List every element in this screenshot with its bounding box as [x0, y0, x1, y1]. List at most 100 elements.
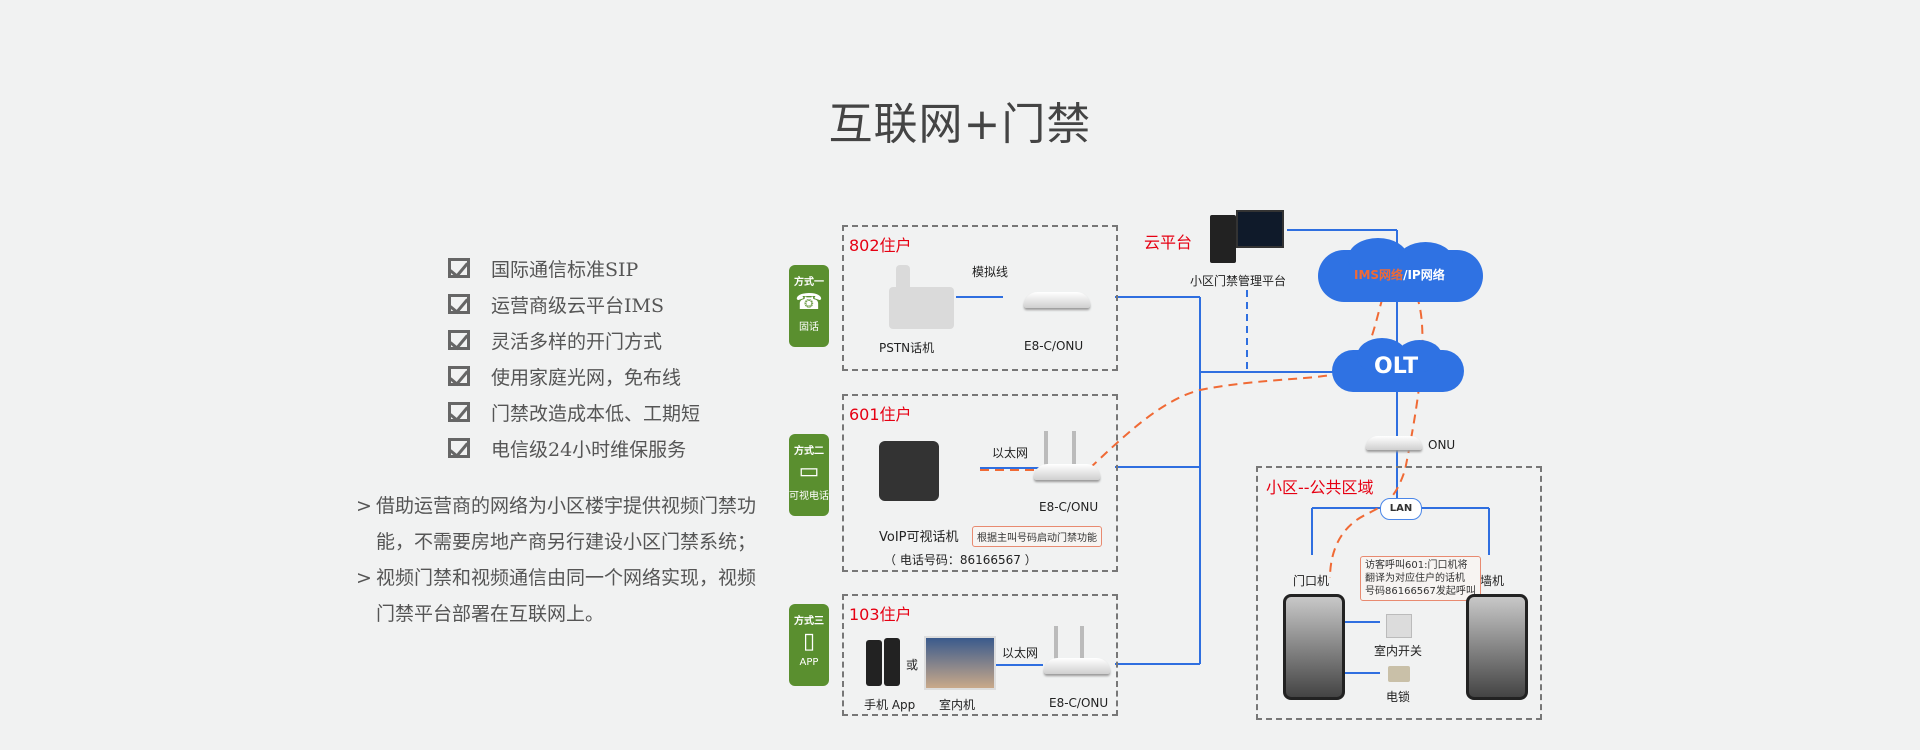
- chevron-right-icon: >: [356, 495, 372, 517]
- router-label: E8-C/ONU: [1049, 696, 1109, 710]
- method-title: 方式二: [794, 446, 824, 457]
- router-label: E8-C/ONU: [1024, 339, 1084, 353]
- link-label: 以太网: [1002, 646, 1039, 660]
- platform-label: 小区门禁管理平台: [1190, 274, 1287, 288]
- chevron-right-icon: >: [356, 567, 372, 589]
- community-title: 小区--公共区域: [1266, 478, 1374, 497]
- router-image: [1024, 292, 1090, 308]
- method-title: 方式三: [794, 616, 824, 627]
- description-line: 视频门禁和视频通信由同一个网络实现，视频: [376, 567, 757, 589]
- checkbox-checked-icon: [448, 438, 470, 458]
- feature-item: 门禁改造成本低、工期短: [448, 394, 700, 430]
- antenna: [1054, 626, 1058, 664]
- pc-tower-image: [1210, 215, 1236, 263]
- cloud-platform-label: 云平台: [1144, 233, 1193, 252]
- landline-phone-icon: ☎: [795, 290, 823, 315]
- olt-cloud: OLT: [1332, 338, 1464, 392]
- indoor-switch-image: [1386, 614, 1412, 638]
- callout-note: 根据主叫号码启动门禁功能: [972, 526, 1102, 547]
- callout-line: 访客呼叫601:门口机将: [1365, 560, 1468, 571]
- description-list: > 借助运营商的网络为小区楼宇提供视频门禁功 能，不需要房地产商另行建设小区门禁…: [356, 488, 766, 632]
- smartphone-image: [866, 640, 882, 686]
- feature-item: 电信级24小时维保服务: [448, 430, 700, 466]
- antenna: [1044, 431, 1048, 469]
- description-line: 门禁平台部署在互联网上。: [376, 603, 605, 625]
- callout-line: 号码86166567发起呼叫: [1365, 586, 1476, 597]
- method-label: 可视电话: [789, 491, 829, 502]
- router-image: [1044, 658, 1110, 674]
- description-line: 能，不需要房地产商另行建设小区门禁系统；: [376, 531, 757, 553]
- smartphone-icon: ▯: [802, 629, 816, 654]
- description-line: 借助运营商的网络为小区楼宇提供视频门禁功: [376, 495, 757, 517]
- device-label: 手机 App: [864, 698, 916, 712]
- page-title: 互联网+门禁: [828, 99, 1092, 150]
- feature-item: 运营商级云平台IMS: [448, 286, 700, 322]
- checkbox-checked-icon: [448, 294, 470, 314]
- electric-lock-image: [1388, 666, 1410, 682]
- household-601-box: 601住户 VoIP可视话机 （ 电话号码：86166567 ） 以太网 E8-…: [842, 394, 1118, 572]
- feature-text: 使用家庭光网，免布线: [491, 366, 682, 389]
- ims-cloud: IMS网络/IP网络: [1318, 238, 1483, 302]
- device-label: PSTN话机: [879, 341, 935, 355]
- checkbox-checked-icon: [448, 330, 470, 350]
- feature-text: 门禁改造成本低、工期短: [491, 402, 701, 425]
- method-badge-1: 方式一 ☎ 固话: [789, 265, 829, 347]
- feature-item: 灵活多样的开门方式: [448, 322, 700, 358]
- link-label: 模拟线: [972, 265, 1009, 279]
- lan-cloud: LAN: [1380, 498, 1422, 520]
- pc-monitor-image: [1236, 210, 1284, 248]
- method-badge-3: 方式三 ▯ APP: [789, 604, 829, 686]
- feature-item: 使用家庭光网，免布线: [448, 358, 700, 394]
- olt-label: OLT: [1374, 354, 1419, 379]
- indoor-monitor-image: [924, 636, 996, 690]
- door-intercom-image: [1283, 594, 1345, 700]
- link-label: 以太网: [992, 446, 1029, 460]
- device-label: 室内机: [939, 698, 976, 712]
- household-103-box: 103住户 或 手机 App 室内机 以太网 E8-C/ONU: [842, 594, 1118, 716]
- description-item: > 借助运营商的网络为小区楼宇提供视频门禁功 能，不需要房地产商另行建设小区门禁…: [356, 488, 766, 560]
- method-label: APP: [799, 657, 819, 668]
- household-name: 802住户: [849, 236, 912, 255]
- feature-text: 电信级24小时维保服务: [491, 438, 687, 461]
- checkbox-checked-icon: [448, 366, 470, 386]
- feature-text: 灵活多样的开门方式: [491, 330, 663, 353]
- indoor-switch-label: 室内开关: [1374, 644, 1423, 658]
- voip-video-phone-image: [879, 441, 939, 501]
- checkbox-checked-icon: [448, 402, 470, 422]
- feature-list: 国际通信标准SIP 运营商级云平台IMS 灵活多样的开门方式 使用家庭光网，免布…: [448, 250, 700, 466]
- method-title: 方式一: [794, 277, 824, 288]
- method-label: 固话: [799, 322, 819, 333]
- cloud-puff: [1398, 242, 1453, 278]
- smartphone-image: [884, 638, 900, 686]
- antenna: [1072, 431, 1076, 469]
- cordless-handset-image: [896, 265, 910, 299]
- description-item: > 视频门禁和视频通信由同一个网络实现，视频 门禁平台部署在互联网上。: [356, 560, 766, 632]
- door-unit-label: 门口机: [1293, 574, 1330, 588]
- ims-label-part1: IMS网络: [1354, 268, 1404, 282]
- router-label: E8-C/ONU: [1039, 500, 1099, 514]
- phone-number: （ 电话号码：86166567 ）: [884, 553, 1037, 567]
- wall-intercom-image: [1466, 594, 1528, 700]
- cloud-puff: [1397, 340, 1442, 372]
- household-802-box: 802住户 PSTN话机 模拟线 E8-C/ONU: [842, 225, 1118, 371]
- door-unit-callout: 访客呼叫601:门口机将 翻译为对应住户的话机 号码86166567发起呼叫: [1360, 556, 1481, 601]
- household-name: 103住户: [849, 605, 912, 624]
- electric-lock-label: 电锁: [1386, 690, 1411, 704]
- ims-label-part2: /IP网络: [1403, 268, 1445, 282]
- onu-image: [1366, 436, 1422, 450]
- onu-label: ONU: [1428, 438, 1456, 452]
- household-name: 601住户: [849, 405, 912, 424]
- router-image: [1034, 464, 1100, 480]
- feature-item: 国际通信标准SIP: [448, 250, 700, 286]
- device-label: VoIP可视话机: [879, 530, 959, 545]
- callout-line: 翻译为对应住户的话机: [1365, 573, 1465, 584]
- community-public-area-box: 小区--公共区域 LAN 门口机 围墙机 访客呼叫601:门口机将 翻译为对应住…: [1256, 466, 1542, 720]
- feature-text: 运营商级云平台IMS: [491, 294, 664, 317]
- checkbox-checked-icon: [448, 258, 470, 278]
- antenna: [1080, 626, 1084, 664]
- method-badge-2: 方式二 ▭ 可视电话: [789, 434, 829, 516]
- or-label: 或: [906, 658, 919, 672]
- ims-label: IMS网络/IP网络: [1354, 266, 1445, 283]
- feature-text: 国际通信标准SIP: [491, 258, 639, 281]
- video-phone-icon: ▭: [798, 459, 820, 484]
